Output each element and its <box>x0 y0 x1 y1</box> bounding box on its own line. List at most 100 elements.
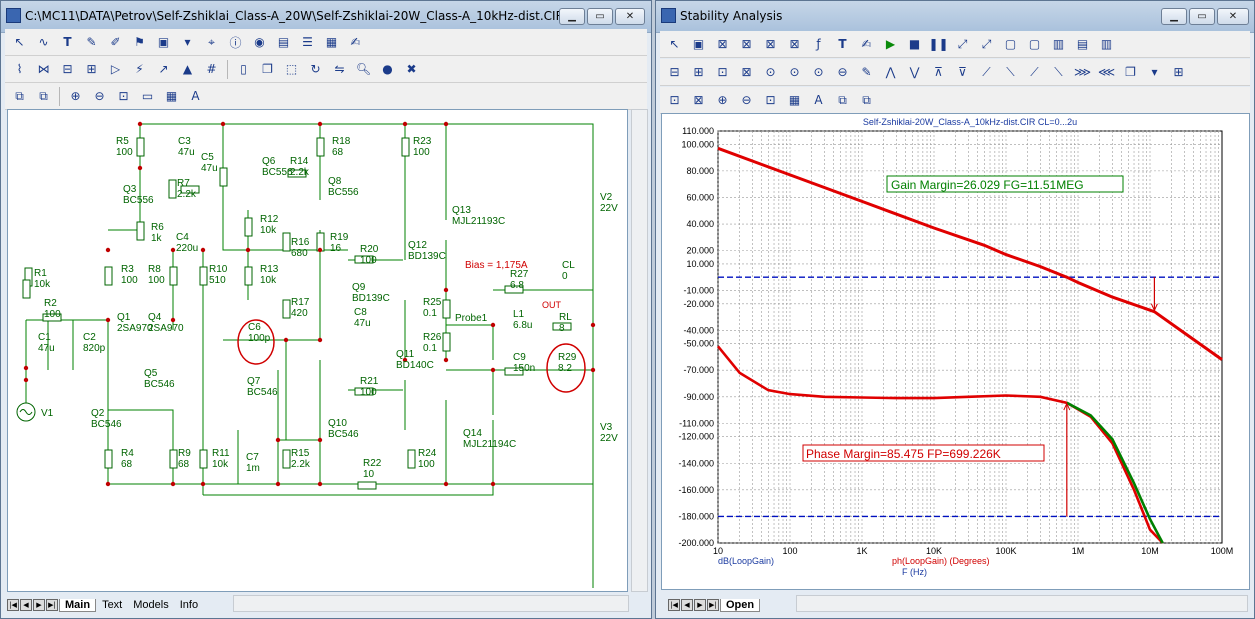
next-tab-icon[interactable]: ▶ <box>33 599 45 611</box>
arrow-icon[interactable]: ↗ <box>158 62 169 76</box>
tab-text[interactable]: Text <box>102 599 123 611</box>
prev-tab-icon[interactable]: ◀ <box>681 599 693 611</box>
run-icon[interactable]: ▶ <box>885 37 896 51</box>
zoom-out-icon[interactable]: ⊖ <box>741 93 752 107</box>
font-icon[interactable]: A <box>191 89 200 103</box>
dropdown-icon[interactable]: ▾ <box>184 35 191 49</box>
zoom-out-icon[interactable]: ⊖ <box>94 89 105 103</box>
dropdown-icon[interactable]: ▾ <box>1151 65 1158 79</box>
font-icon[interactable]: A <box>814 93 823 107</box>
last-tab-icon[interactable]: ▶| <box>46 599 58 611</box>
region-icon[interactable]: ⬚ <box>285 62 298 76</box>
grid-icon[interactable]: ▦ <box>325 35 338 49</box>
schematic-horizontal-scrollbar[interactable] <box>233 595 629 612</box>
grid-toggle-icon[interactable]: # <box>206 62 217 76</box>
tab-open[interactable]: Open <box>720 598 761 612</box>
pen-icon[interactable]: ✎ <box>86 35 97 49</box>
page-icon[interactable]: ▯ <box>240 62 247 76</box>
zoom-fit-icon[interactable]: ⊡ <box>118 89 129 103</box>
zoom-fit-icon[interactable]: ⊡ <box>765 93 776 107</box>
minimize-button[interactable]: ▁ <box>1161 8 1187 25</box>
next-tab-icon[interactable]: ▶ <box>694 599 706 611</box>
layer2-icon[interactable]: ⧉ <box>862 92 871 107</box>
edit-icon[interactable]: ✎ <box>861 65 872 79</box>
layer2-icon[interactable]: ⧉ <box>39 88 48 103</box>
layout4-icon[interactable]: ⊠ <box>741 65 752 79</box>
plot4-icon[interactable]: ⊠ <box>789 37 800 51</box>
close-button[interactable]: ✕ <box>615 8 645 25</box>
frame2-icon[interactable]: ▢ <box>1028 37 1041 51</box>
low-icon[interactable]: ⊽ <box>958 65 967 79</box>
tag-icon[interactable]: ⌖ <box>208 34 215 49</box>
component-icon[interactable]: ▣ <box>157 35 170 49</box>
peak-icon[interactable]: ⋀ <box>885 65 896 79</box>
table2-icon[interactable]: ▤ <box>1076 37 1089 51</box>
cursor-icon[interactable]: ⊙ <box>765 65 776 79</box>
first-tab-icon[interactable]: |◀ <box>668 599 680 611</box>
component-icon[interactable]: ▣ <box>692 37 705 51</box>
slope-icon[interactable]: ⟋ <box>982 64 991 79</box>
help-icon[interactable]: ◉ <box>254 35 265 49</box>
slope3-icon[interactable]: ⟋ <box>1030 64 1039 79</box>
edit-icon[interactable]: ✍ <box>350 35 361 49</box>
stability-titlebar[interactable]: Stability Analysis ▁ ▭ ✕ <box>656 1 1254 33</box>
stop-icon[interactable]: ■ <box>908 37 921 51</box>
page-setup-icon[interactable]: ▭ <box>141 89 154 103</box>
layout2-icon[interactable]: ⊞ <box>693 65 704 79</box>
function-icon[interactable]: ƒ <box>816 37 821 51</box>
maximize-button[interactable]: ▭ <box>1189 8 1215 25</box>
plot-icon[interactable]: ⊠ <box>717 37 728 51</box>
node-icon[interactable]: ⋈ <box>37 62 50 76</box>
multi2-icon[interactable]: ⋘ <box>1097 65 1116 79</box>
info-icon[interactable]: ⓘ <box>229 35 242 50</box>
grid-menu-icon[interactable]: ▦ <box>165 89 178 103</box>
fit2-icon[interactable]: ⊠ <box>693 93 704 107</box>
layout-icon[interactable]: ⊟ <box>669 65 680 79</box>
stop-icon[interactable]: ● <box>382 62 393 76</box>
pin-icon[interactable]: ⊟ <box>62 62 73 76</box>
select-arrow-icon[interactable]: ↖ <box>669 37 680 51</box>
rotate-icon[interactable]: ↻ <box>310 62 321 76</box>
copy-icon[interactable]: ❐ <box>1125 65 1136 79</box>
warning-icon[interactable]: ▲ <box>182 62 193 76</box>
table3-icon[interactable]: ▥ <box>1100 37 1113 51</box>
tab-models[interactable]: Models <box>133 599 169 611</box>
schematic-vertical-scrollbar[interactable] <box>631 109 648 592</box>
colors-icon[interactable]: ▦ <box>788 93 801 107</box>
tab-info[interactable]: Info <box>179 599 199 611</box>
zoom-in-icon[interactable]: ⊕ <box>70 89 81 103</box>
prev-tab-icon[interactable]: ◀ <box>20 599 32 611</box>
cursor2-icon[interactable]: ⊙ <box>789 65 800 79</box>
cursor3-icon[interactable]: ⊙ <box>813 65 824 79</box>
plot3-icon[interactable]: ⊠ <box>765 37 776 51</box>
copy-icon[interactable]: ❐ <box>262 62 273 76</box>
tab-main[interactable]: Main <box>59 598 97 612</box>
valley-icon[interactable]: ⋁ <box>909 65 920 79</box>
text-tool-icon[interactable]: T <box>838 37 847 51</box>
schematic-titlebar[interactable]: C:\MC11\DATA\Petrov\Self-Zshiklai_Class-… <box>1 1 651 33</box>
text-tool-icon[interactable]: T <box>63 35 72 49</box>
layer-icon[interactable]: ⧉ <box>838 92 847 107</box>
first-tab-icon[interactable]: |◀ <box>7 599 19 611</box>
slope4-icon[interactable]: ⟍ <box>1054 64 1063 79</box>
attribute-icon[interactable]: ⊞ <box>86 62 97 76</box>
flag-icon[interactable]: ⚑ <box>134 35 145 49</box>
zoom-in-icon[interactable]: ⊕ <box>717 93 728 107</box>
list-icon[interactable]: ☰ <box>302 35 313 49</box>
find-icon[interactable]: 🔍︎ <box>355 62 372 76</box>
numbers-icon[interactable]: ⊞ <box>1173 65 1184 79</box>
multi-icon[interactable]: ⋙ <box>1073 65 1092 79</box>
select-arrow-icon[interactable]: ↖ <box>14 35 25 49</box>
frame-icon[interactable]: ▢ <box>1004 37 1017 51</box>
high-icon[interactable]: ⊼ <box>934 65 943 79</box>
scale2-icon[interactable]: ⤢ <box>981 36 992 51</box>
properties-icon[interactable]: ✍ <box>861 37 872 51</box>
brush-icon[interactable]: ✐ <box>110 35 121 49</box>
flash-icon[interactable]: ⚡ <box>135 62 144 76</box>
close-button[interactable]: ✕ <box>1217 8 1249 25</box>
wire-mode-icon[interactable]: ⌇ <box>16 62 23 76</box>
layout3-icon[interactable]: ⊡ <box>717 65 728 79</box>
wire-icon[interactable]: ∿ <box>38 35 49 49</box>
